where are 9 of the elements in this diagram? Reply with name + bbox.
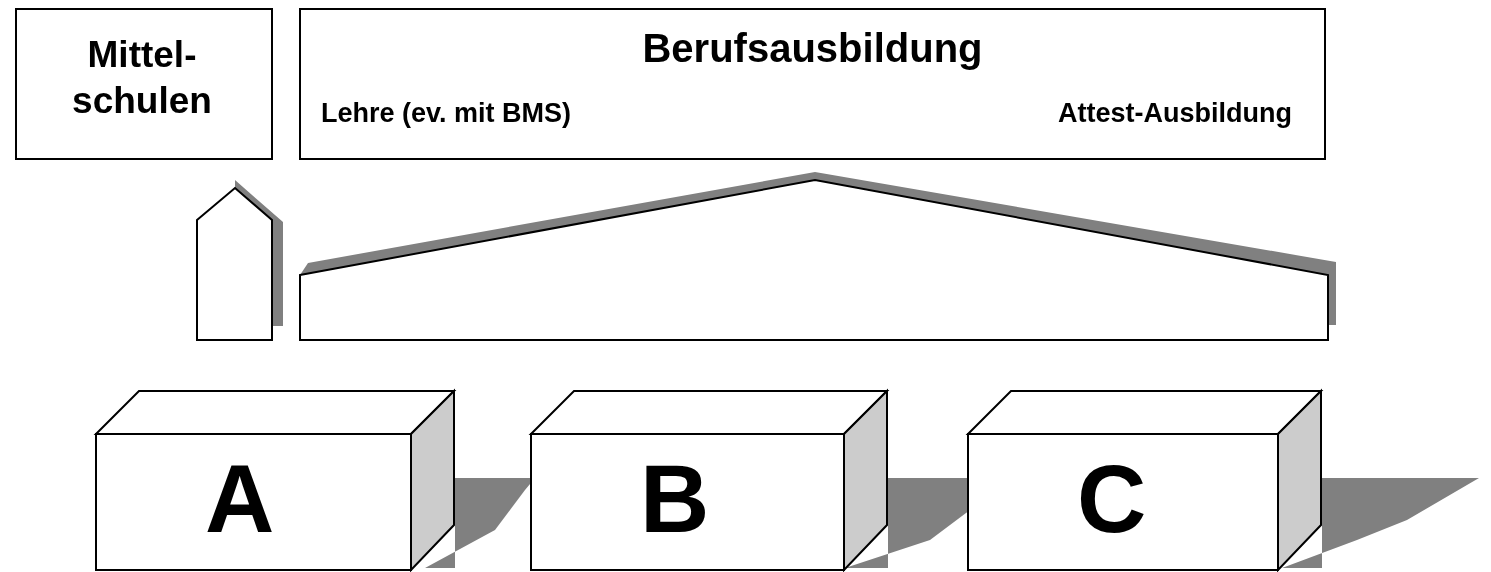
subtitle: Attest-Ausbildung (1058, 98, 1292, 129)
text-box (299, 8, 1326, 160)
subtitle: Lehre (ev. mit BMS) (321, 98, 572, 129)
block-letter: A (205, 449, 275, 549)
block-letter: C (1077, 449, 1147, 549)
box-title: Mittel- schulen (71, 33, 213, 123)
text-box (15, 8, 273, 160)
block-letter: B (640, 449, 710, 549)
box-title: Berufsausbildung (641, 26, 984, 71)
